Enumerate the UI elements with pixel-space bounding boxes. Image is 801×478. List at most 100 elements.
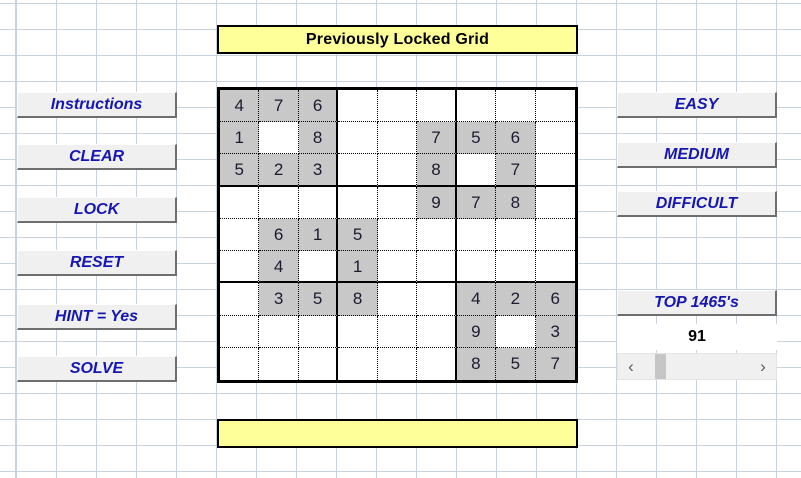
- sudoku-cell-r1c4[interactable]: [338, 90, 378, 123]
- difficulty-medium-button[interactable]: MEDIUM: [617, 142, 777, 168]
- sudoku-cell-r4c2[interactable]: [259, 186, 299, 219]
- sudoku-cell-r7c4[interactable]: 8: [338, 283, 378, 316]
- sudoku-cell-r2c4[interactable]: [338, 122, 378, 155]
- clear-button[interactable]: CLEAR: [17, 144, 177, 170]
- sudoku-cell-r3c8[interactable]: 7: [496, 154, 536, 187]
- reset-button[interactable]: RESET: [17, 250, 177, 276]
- sudoku-cell-r2c9[interactable]: [535, 122, 575, 155]
- sudoku-cell-r8c2[interactable]: [259, 315, 299, 348]
- sudoku-cell-r6c1[interactable]: [220, 251, 260, 284]
- sudoku-cell-r3c7[interactable]: [456, 154, 497, 187]
- sudoku-cell-r4c6[interactable]: 9: [417, 186, 457, 219]
- sudoku-cell-r6c7[interactable]: [456, 251, 497, 284]
- sudoku-cell-r6c2[interactable]: 4: [259, 251, 299, 284]
- sudoku-cell-r5c5[interactable]: [377, 218, 418, 252]
- sudoku-cell-r7c5[interactable]: [377, 283, 418, 316]
- sudoku-cell-r2c6[interactable]: 7: [417, 122, 457, 155]
- difficulty-easy-button[interactable]: EASY: [617, 92, 777, 118]
- sudoku-cell-r6c6[interactable]: [417, 251, 457, 284]
- sudoku-cell-r3c6[interactable]: 8: [417, 154, 457, 187]
- sudoku-cell-r2c2[interactable]: [259, 122, 299, 155]
- sudoku-cell-r9c5[interactable]: [377, 347, 418, 380]
- sudoku-cell-r9c9[interactable]: 7: [535, 347, 575, 380]
- sudoku-cell-r3c9[interactable]: [535, 154, 575, 187]
- sudoku-cell-r5c3[interactable]: 1: [298, 218, 339, 252]
- sudoku-cell-r7c9[interactable]: 6: [535, 283, 575, 316]
- sudoku-cell-r1c8[interactable]: [496, 90, 536, 123]
- sudoku-cell-r5c4[interactable]: 5: [338, 218, 378, 252]
- sudoku-cell-r1c1[interactable]: 4: [220, 90, 260, 123]
- sudoku-cell-r5c2[interactable]: 6: [259, 218, 299, 252]
- sudoku-cell-r1c6[interactable]: [417, 90, 457, 123]
- sudoku-cell-r8c4[interactable]: [338, 315, 378, 348]
- sudoku-cell-r9c7[interactable]: 8: [456, 347, 497, 380]
- sudoku-cell-r7c6[interactable]: [417, 283, 457, 316]
- sudoku-cell-r8c5[interactable]: [377, 315, 418, 348]
- instructions-button[interactable]: Instructions: [17, 92, 177, 118]
- sudoku-cell-r3c5[interactable]: [377, 154, 418, 187]
- difficulty-difficult-button[interactable]: DIFFICULT: [617, 191, 777, 217]
- sudoku-cell-r5c9[interactable]: [535, 218, 575, 252]
- lock-button[interactable]: LOCK: [17, 197, 177, 223]
- sudoku-cell-r1c7[interactable]: [456, 90, 497, 123]
- sudoku-cell-r2c5[interactable]: [377, 122, 418, 155]
- sudoku-cell-r9c3[interactable]: [298, 347, 339, 380]
- sudoku-cell-r9c1[interactable]: [220, 347, 260, 380]
- sudoku-cell-r1c5[interactable]: [377, 90, 418, 123]
- sudoku-cell-r8c9[interactable]: 3: [535, 315, 575, 348]
- sudoku-cell-r4c7[interactable]: 7: [456, 186, 497, 219]
- sudoku-cell-r7c8[interactable]: 2: [496, 283, 536, 316]
- sudoku-cell-r9c8[interactable]: 5: [496, 347, 536, 380]
- sudoku-cell-r9c6[interactable]: [417, 347, 457, 380]
- sudoku-cell-r8c7[interactable]: 9: [456, 315, 497, 348]
- instructions-button-label: Instructions: [50, 95, 143, 113]
- sudoku-cell-r5c1[interactable]: [220, 218, 260, 252]
- sudoku-cell-r8c1[interactable]: [220, 315, 260, 348]
- sudoku-cell-r6c9[interactable]: [535, 251, 575, 284]
- sudoku-cell-r1c2[interactable]: 7: [259, 90, 299, 123]
- sudoku-cell-r4c9[interactable]: [535, 186, 575, 219]
- sudoku-cell-r1c3[interactable]: 6: [298, 90, 339, 123]
- sudoku-cell-r6c5[interactable]: [377, 251, 418, 284]
- sudoku-cell-r9c2[interactable]: [259, 347, 299, 380]
- sudoku-cell-r3c4[interactable]: [338, 154, 378, 187]
- sudoku-cell-r3c1[interactable]: 5: [220, 154, 260, 187]
- sudoku-cell-r7c3[interactable]: 5: [298, 283, 339, 316]
- sudoku-cell-r6c4[interactable]: 1: [338, 251, 378, 284]
- scroll-left-arrow-icon[interactable]: ‹: [628, 356, 634, 376]
- sudoku-cell-r2c8[interactable]: 6: [496, 122, 536, 155]
- sudoku-cell-r1c9[interactable]: [535, 90, 575, 123]
- sudoku-cell-r3c2[interactable]: 2: [259, 154, 299, 187]
- top-1465s-button[interactable]: TOP 1465's: [617, 290, 777, 316]
- puzzle-number-scrollbar[interactable]: ‹ ›: [617, 353, 777, 380]
- sudoku-cell-r4c4[interactable]: [338, 186, 378, 219]
- sudoku-cell-r4c8[interactable]: 8: [496, 186, 536, 219]
- difficulty-easy-button-label: EASY: [674, 95, 719, 113]
- sudoku-cell-r7c7[interactable]: 4: [456, 283, 497, 316]
- scrollbar-thumb[interactable]: [655, 354, 666, 379]
- sudoku-cell-r8c6[interactable]: [417, 315, 457, 348]
- sudoku-cell-r6c8[interactable]: [496, 251, 536, 284]
- sudoku-cell-r5c8[interactable]: [496, 218, 536, 252]
- sudoku-cell-r6c3[interactable]: [298, 251, 339, 284]
- sudoku-cell-r8c3[interactable]: [298, 315, 339, 348]
- sudoku-cell-r4c3[interactable]: [298, 186, 339, 219]
- hint-toggle-button[interactable]: HINT = Yes: [17, 304, 177, 330]
- sudoku-cell-r2c3[interactable]: 8: [298, 122, 339, 155]
- scrollbar-track[interactable]: [644, 354, 750, 379]
- sudoku-cell-r9c4[interactable]: [338, 347, 378, 380]
- sudoku-cell-r8c8[interactable]: [496, 315, 536, 348]
- sudoku-cell-r4c5[interactable]: [377, 186, 418, 219]
- sudoku-cell-r4c1[interactable]: [220, 186, 260, 219]
- solve-button-label: SOLVE: [69, 359, 124, 377]
- sudoku-cell-r2c7[interactable]: 5: [456, 122, 497, 155]
- sudoku-cell-r2c1[interactable]: 1: [220, 122, 260, 155]
- sudoku-cell-r5c6[interactable]: [417, 218, 457, 252]
- solve-button[interactable]: SOLVE: [17, 356, 177, 382]
- sudoku-cell-r7c2[interactable]: 3: [259, 283, 299, 316]
- sudoku-cell-r3c3[interactable]: 3: [298, 154, 339, 187]
- scroll-right-arrow-icon[interactable]: ›: [760, 356, 766, 376]
- sudoku-cell-r7c1[interactable]: [220, 283, 260, 316]
- sudoku-cell-r5c7[interactable]: [456, 218, 497, 252]
